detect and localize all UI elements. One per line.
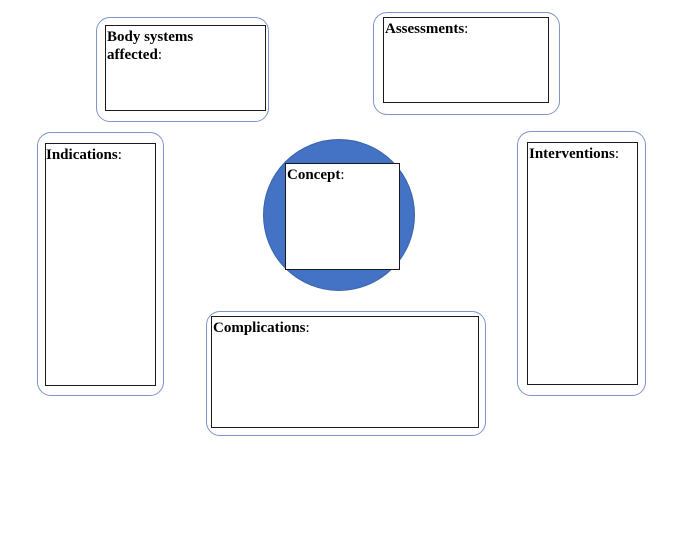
interventions-colon: : [614, 146, 620, 162]
interventions-label: Interventions: [529, 145, 619, 163]
complications-colon: : [305, 320, 310, 336]
complications-title: Complications [213, 320, 306, 336]
interventions-title: Interventions [529, 146, 615, 162]
indications-box[interactable] [45, 143, 156, 386]
concept-colon: : [340, 167, 345, 183]
complications-box[interactable] [211, 316, 479, 428]
concept-label: Concept: [287, 166, 345, 184]
complications-label: Complications: [213, 319, 310, 337]
body-systems-colon: : [157, 47, 162, 63]
body-systems-label: Body systems affected: [107, 28, 193, 64]
indications-title: Indications [46, 147, 118, 163]
interventions-box[interactable] [527, 142, 638, 385]
concept-box[interactable] [285, 163, 400, 270]
indications-colon: : [117, 147, 122, 163]
indications-label: Indications: [46, 146, 122, 164]
assessments-title: Assessments [385, 21, 465, 37]
assessments-label: Assessments: [385, 20, 468, 38]
assessments-box[interactable] [383, 17, 549, 103]
body-systems-title: Body systems affected [107, 29, 194, 63]
assessments-colon: : [464, 21, 469, 37]
concept-title: Concept [287, 167, 341, 183]
body-systems-box[interactable] [105, 25, 266, 111]
